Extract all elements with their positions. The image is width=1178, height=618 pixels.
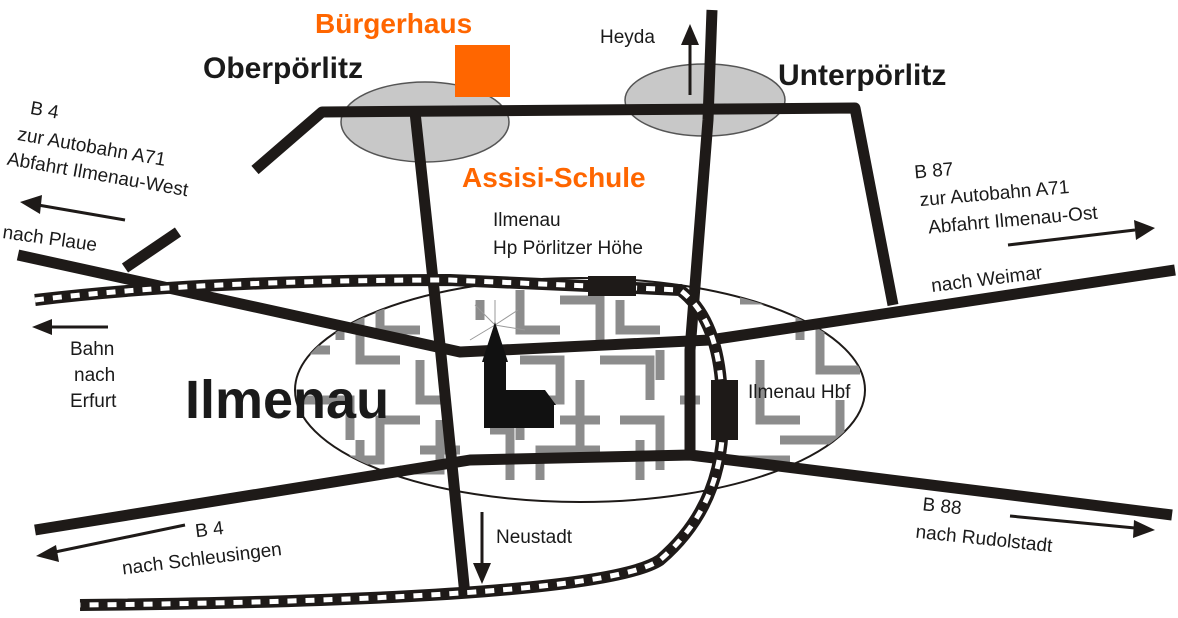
- hp-line2: Hp Pörlitzer Höhe: [493, 238, 643, 259]
- station-hbf-block: [711, 380, 738, 440]
- b4-south-road: B 4: [194, 518, 225, 542]
- b87-line1: zur Autobahn A71: [919, 177, 1070, 211]
- hp-line1: Ilmenau: [493, 210, 561, 231]
- b4-south-line1: nach Schleusingen: [121, 539, 283, 579]
- plaue-label: nach Plaue: [1, 222, 98, 256]
- b88-line1: nach Rudolstadt: [915, 522, 1054, 557]
- b88-road: B 88: [921, 494, 962, 519]
- erfurt-line3: Erfurt: [70, 391, 117, 412]
- erfurt-line2: nach: [74, 365, 115, 386]
- b87-road: B 87: [913, 159, 954, 183]
- school-label: Assisi-Schule: [462, 162, 646, 193]
- unterpoerlitz-label: Unterpörlitz: [778, 59, 946, 92]
- railway: [34, 273, 738, 611]
- town-label: Ilmenau: [185, 370, 389, 430]
- hbf-label: Ilmenau Hbf: [748, 382, 851, 403]
- roads: [16, 9, 1176, 596]
- oberpoerlitz-label: Oberpörlitz: [203, 52, 363, 85]
- buergerhaus-marker[interactable]: [455, 45, 510, 97]
- buergerhaus-label: Bürgerhaus: [315, 8, 472, 39]
- heyda-label: Heyda: [600, 27, 655, 48]
- neustadt-label: Neustadt: [496, 527, 573, 548]
- erfurt-line1: Bahn: [70, 339, 114, 360]
- station-hp-block: [588, 276, 636, 296]
- direction-arrows: [20, 24, 1155, 584]
- b4-west-road: B 4: [29, 98, 61, 124]
- church-icon: [469, 300, 556, 428]
